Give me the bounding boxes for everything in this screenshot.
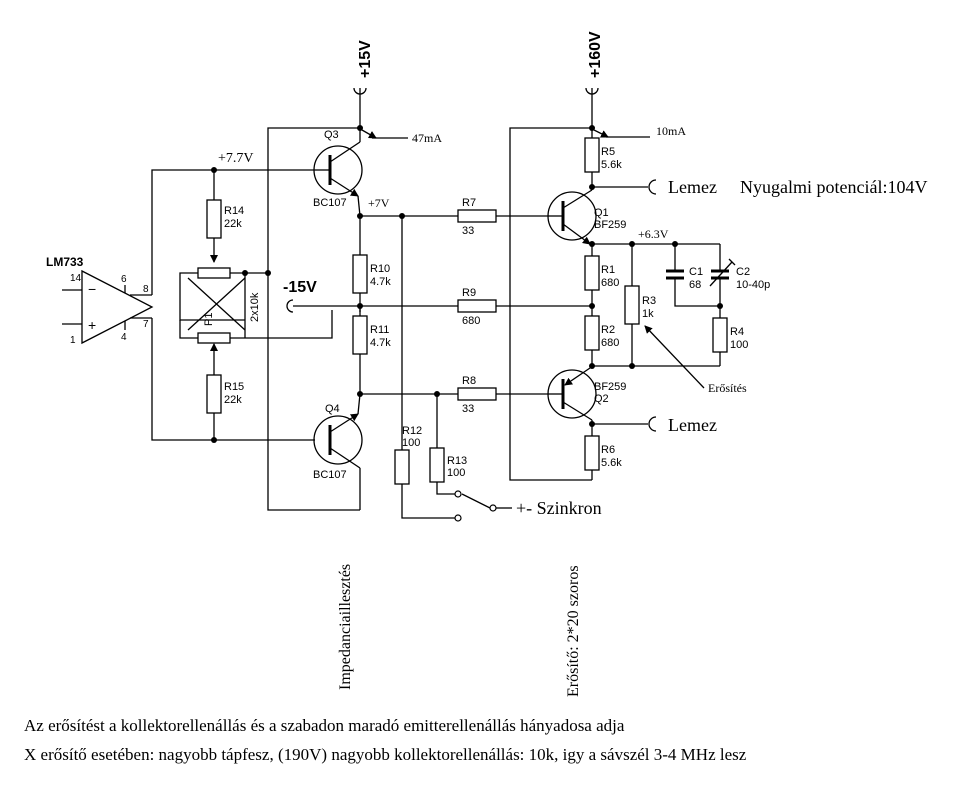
r7-value: 33 xyxy=(462,225,474,237)
resistor-r3 xyxy=(624,285,640,325)
r14-value: 22k xyxy=(224,218,242,230)
r10-value: 4.7k xyxy=(370,276,391,288)
r15-value: 22k xyxy=(224,394,242,406)
r15-ref: R15 xyxy=(224,381,244,393)
q2-ref: Q2 xyxy=(594,393,609,405)
r9-ref: R9 xyxy=(462,287,476,299)
opamp-minus: − xyxy=(88,281,96,297)
opamp-name: LM733 xyxy=(46,255,84,269)
r1-ref: R1 xyxy=(601,264,615,276)
q4-type: BC107 xyxy=(313,469,347,481)
r12-ref: R12 xyxy=(402,425,422,437)
r3-value: 1k xyxy=(642,308,654,320)
supply-plus15: +15V xyxy=(357,40,374,78)
p1-value: 2x10k xyxy=(249,292,261,322)
opamp-pin6: 6 xyxy=(121,274,127,285)
resistor-r14 xyxy=(206,199,222,239)
r1-value: 680 xyxy=(601,277,619,289)
resistor-r11 xyxy=(352,315,368,355)
voltage-6-3v: +6.3V xyxy=(638,227,669,241)
r13-ref: R13 xyxy=(447,455,467,467)
c1-ref: C1 xyxy=(689,266,703,278)
label-erosito: Erősítő: 2*20 szoros xyxy=(565,565,582,697)
resistor-r7 xyxy=(457,209,497,223)
resistor-r10 xyxy=(352,254,368,294)
c2-ref: C2 xyxy=(736,266,750,278)
r2-ref: R2 xyxy=(601,324,615,336)
label-erosites: Erősítés xyxy=(708,381,747,395)
potentiometer-p1: P1 2x10k xyxy=(179,267,333,344)
resistor-r12 xyxy=(394,449,410,485)
q2-type: BF259 xyxy=(594,381,626,393)
resistor-r6 xyxy=(584,435,600,471)
resistor-r15 xyxy=(206,374,222,414)
resistor-r9 xyxy=(457,299,497,313)
q4-ref: Q4 xyxy=(325,403,340,415)
opamp-pin7: 7 xyxy=(143,319,149,330)
r11-value: 4.7k xyxy=(370,337,391,349)
resistor-r5 xyxy=(584,137,600,173)
r14-ref: R14 xyxy=(224,205,244,217)
opamp-pin1: 1 xyxy=(70,335,76,346)
label-lemez-top: Lemez xyxy=(668,177,717,197)
supply-minus15: -15V xyxy=(283,279,317,296)
r5-ref: R5 xyxy=(601,146,615,158)
transistor-q4 xyxy=(313,393,363,510)
r4-value: 100 xyxy=(730,339,748,351)
p1-ref: P1 xyxy=(203,313,215,326)
q3-type: BC107 xyxy=(313,197,347,209)
label-nyugalmi: Nyugalmi potenciál:104V xyxy=(740,177,927,197)
r8-ref: R8 xyxy=(462,375,476,387)
note-line-2: X erősítő esetében: nagyobb tápfesz, (19… xyxy=(24,745,747,764)
opamp-lm733: LM733 14 1 6 8 7 4 − + xyxy=(46,255,154,346)
q1-type: BF259 xyxy=(594,219,626,231)
r9-value: 680 xyxy=(462,315,480,327)
q1-ref: Q1 xyxy=(594,207,609,219)
r4-ref: R4 xyxy=(730,326,744,338)
r12-value: 100 xyxy=(402,437,420,449)
capacitor-c2 xyxy=(709,244,736,318)
r10-ref: R10 xyxy=(370,263,390,275)
r6-value: 5.6k xyxy=(601,457,622,469)
sync-switch[interactable] xyxy=(454,490,512,522)
opamp-plus: + xyxy=(88,317,96,333)
label-szinkron: +- Szinkron xyxy=(516,498,602,518)
r2-value: 680 xyxy=(601,337,619,349)
transistor-q3 xyxy=(313,128,363,217)
current-q3: 47mA xyxy=(412,131,442,145)
note-line-1: Az erősítést a kollektorellenállás és a … xyxy=(24,716,625,735)
resistor-r2 xyxy=(584,315,600,351)
opamp-pin14: 14 xyxy=(70,273,82,284)
resistor-r8 xyxy=(457,387,497,401)
voltage-7v: +7V xyxy=(368,196,390,210)
transistor-q1 xyxy=(547,189,597,245)
resistor-r4 xyxy=(712,317,728,353)
label-impedancia: Impedanciaillesztés xyxy=(337,564,354,690)
current-q1: 10mA xyxy=(656,124,686,138)
q3-ref: Q3 xyxy=(324,129,339,141)
r5-value: 5.6k xyxy=(601,159,622,171)
opamp-pin8: 8 xyxy=(143,284,149,295)
c1-value: 68 xyxy=(689,279,701,291)
voltage-7-7v: +7.7V xyxy=(218,151,254,166)
resistor-r1 xyxy=(584,255,600,291)
r11-ref: R11 xyxy=(370,324,389,336)
opamp-pin4: 4 xyxy=(121,332,127,343)
r7-ref: R7 xyxy=(462,197,476,209)
resistor-r13 xyxy=(429,447,445,483)
transistor-q2 xyxy=(547,367,597,421)
r6-ref: R6 xyxy=(601,444,615,456)
capacitor-c1 xyxy=(666,244,720,307)
r8-value: 33 xyxy=(462,403,474,415)
label-lemez-bottom: Lemez xyxy=(668,415,717,435)
r3-ref: R3 xyxy=(642,295,656,307)
c2-value: 10-40p xyxy=(736,279,770,291)
r13-value: 100 xyxy=(447,467,465,479)
supply-plus160: +160V xyxy=(587,31,604,78)
erosites-arrow xyxy=(644,325,705,389)
